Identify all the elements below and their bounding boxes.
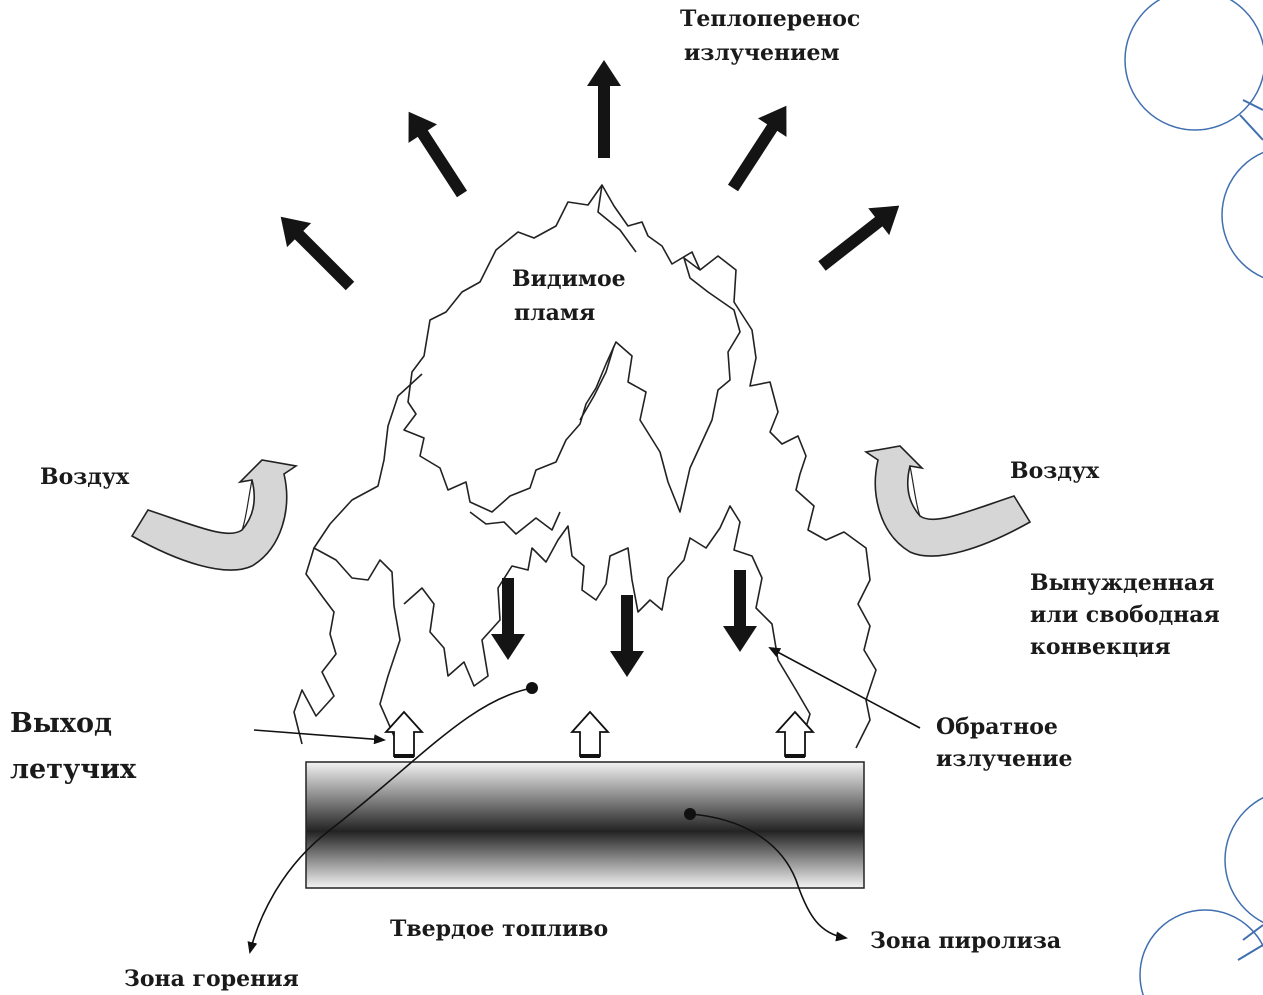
- convection-label-line2: или свободная: [1030, 602, 1220, 628]
- down-arrow: [491, 578, 525, 660]
- pyrolysis-zone-label: Зона пиролиза: [870, 928, 1061, 954]
- volatiles-label-line2: летучих: [10, 754, 137, 785]
- slide-ring: [1225, 790, 1263, 930]
- air-arrow-right: [866, 446, 1030, 556]
- radiation-arrows: [269, 60, 910, 298]
- air-inflow-arrows: [132, 446, 1030, 570]
- radiation-label-line2: излучением: [684, 40, 840, 66]
- down-arrow: [723, 570, 757, 652]
- visible-flame-label-line1: Видимое: [512, 266, 626, 292]
- volatiles-arrow: [572, 712, 608, 758]
- down-arrow: [610, 595, 644, 677]
- solid-fuel-label: Твердое топливо: [390, 916, 608, 942]
- combustion-zone-label: Зона горения: [124, 966, 299, 992]
- volatiles-outlet-arrows: [386, 712, 813, 758]
- volatiles-leader: [254, 730, 384, 740]
- volatiles-arrow: [777, 712, 813, 758]
- radiation-arrow: [269, 205, 362, 298]
- back-radiation-arrows: [491, 570, 757, 677]
- air-left-label: Воздух: [40, 464, 130, 490]
- air-arrow-left: [132, 460, 296, 570]
- convection-label-line3: конвекция: [1030, 634, 1171, 660]
- radiation-arrow: [587, 60, 621, 158]
- back-radiation-label-line1: Обратное: [936, 714, 1058, 740]
- slide-ring: [1140, 910, 1263, 995]
- volatiles-arrow: [386, 712, 422, 758]
- air-right-label: Воздух: [1010, 458, 1100, 484]
- back-radiation-label-line2: излучение: [936, 746, 1072, 772]
- slide-ring: [1125, 0, 1263, 130]
- slide-ring: [1222, 147, 1263, 283]
- volatiles-label-line1: Выход: [10, 708, 112, 739]
- decorative-slide-rings: [1125, 0, 1263, 995]
- radiation-arrow: [812, 192, 910, 279]
- visible-flame-label-line2: пламя: [514, 300, 595, 326]
- radiation-arrow: [719, 97, 801, 198]
- radiation-arrow: [394, 103, 476, 204]
- convection-label-line1: Вынужденная: [1030, 570, 1214, 596]
- radiation-label-line1: Теплоперенос: [680, 6, 860, 32]
